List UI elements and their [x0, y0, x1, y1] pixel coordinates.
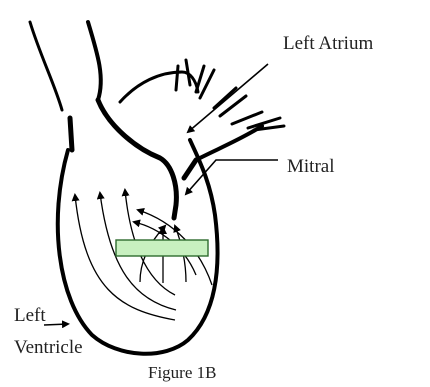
sample-volume-box — [116, 240, 208, 256]
left-ventricle-label-line2: Ventricle — [14, 337, 83, 358]
aorta-left-wall — [30, 22, 62, 110]
wall-notch — [70, 118, 72, 150]
vein-2 — [186, 60, 190, 85]
flow-arrow-1 — [75, 195, 175, 320]
atrium-top-wall — [120, 72, 198, 102]
vein-7 — [232, 112, 262, 124]
atrium-lower-wall — [196, 126, 262, 160]
vein-3 — [196, 66, 204, 92]
left-ventricle-pointer — [44, 324, 68, 325]
heart-outline — [30, 22, 262, 354]
left-ventricle-label-line1: Left — [14, 305, 46, 326]
aorta-right-wall — [88, 22, 101, 100]
posterior-leaflet — [184, 160, 196, 178]
figure-caption: Figure 1B — [148, 363, 216, 382]
septum-wall — [98, 100, 176, 218]
pulmonary-veins — [176, 60, 284, 130]
mitral-label: Mitral — [287, 156, 335, 177]
vein-1 — [176, 66, 178, 90]
left-atrium-label: Left Atrium — [283, 33, 373, 54]
